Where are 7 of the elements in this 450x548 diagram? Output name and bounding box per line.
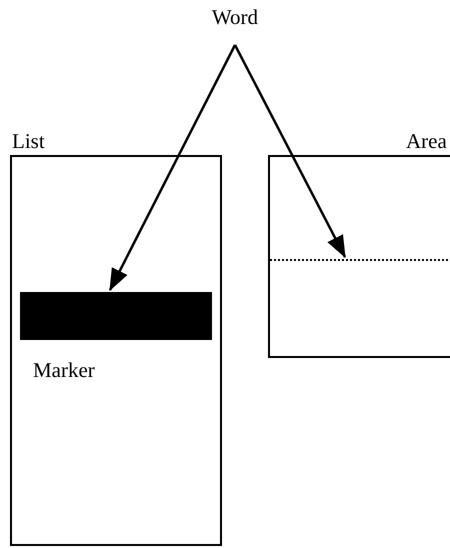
panel-heading: Area	[406, 129, 447, 154]
marker-bar	[20, 292, 212, 340]
panel-heading: List	[12, 129, 45, 154]
word-label: Word	[200, 5, 270, 45]
arrow	[234, 44, 346, 258]
marker-label: Marker	[33, 358, 95, 383]
arrow	[108, 44, 236, 292]
